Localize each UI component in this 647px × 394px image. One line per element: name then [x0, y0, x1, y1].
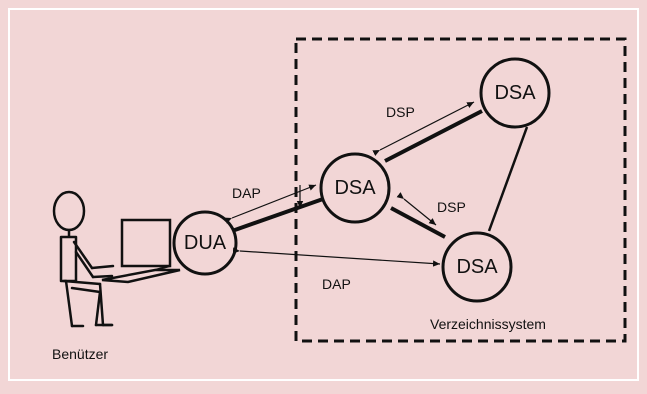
node-dua: DUA — [172, 210, 238, 276]
link-dsa-top-dsa-bottom — [487, 126, 529, 232]
dsp-upper-label: DSP — [386, 104, 415, 120]
node-dsa-bottom-label: DSA — [456, 256, 498, 278]
node-dsa-bottom: DSA — [441, 231, 513, 303]
outer-frame — [8, 8, 639, 381]
node-dsa-center: DSA — [319, 152, 391, 224]
node-dsa-center-label: DSA — [334, 177, 376, 199]
node-dsa-top-label: DSA — [494, 82, 536, 104]
node-dsa-top: DSA — [479, 57, 551, 129]
node-dua-label: DUA — [184, 232, 227, 254]
laptop-icon — [101, 218, 181, 284]
dap-lower-label: DAP — [322, 276, 351, 292]
directory-system-label: Verzeichnissystem — [430, 316, 546, 332]
user-label: Benützer — [52, 346, 108, 362]
dsp-upper-arrow — [372, 101, 475, 157]
dap-upper-arrow — [224, 184, 317, 224]
dap-lower-arrow — [232, 247, 441, 267]
dap-upper-label: DAP — [232, 185, 261, 201]
user-figure-icon — [52, 190, 115, 328]
dsp-lower-label: DSP — [437, 199, 466, 215]
dsp-lower-arrow — [396, 192, 437, 226]
